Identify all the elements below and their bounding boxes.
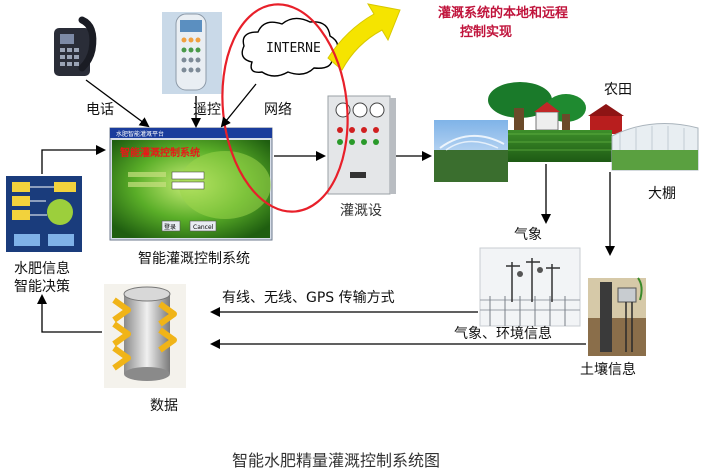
weather-label: 气象 xyxy=(514,227,542,243)
greenhouse-label: 大棚 xyxy=(648,186,676,202)
decision-label-line-1: 水肥信息 xyxy=(14,261,70,277)
window-title: 水肥智能灌溉平台 xyxy=(116,130,164,138)
arrow-network-to-system xyxy=(220,83,257,128)
farm-scene xyxy=(488,82,624,162)
database-icon xyxy=(104,284,186,388)
title-line-1: 灌溉系统的本地和远程 xyxy=(438,6,569,21)
internet-cloud-icon xyxy=(241,17,339,77)
remote-control-icon xyxy=(162,12,222,94)
farmland-label: 农田 xyxy=(604,82,632,98)
highlight-ellipse xyxy=(221,3,349,213)
soil-info-label: 土壤信息 xyxy=(580,362,636,378)
phone-label: 电话 xyxy=(86,102,114,118)
decision-label-line-2: 智能决策 xyxy=(14,279,70,295)
network-label: 网络 xyxy=(264,102,292,118)
data-label: 数据 xyxy=(150,398,178,414)
weather-station-photo xyxy=(479,247,581,327)
window-cancel-button: Cancel xyxy=(193,224,214,231)
transmission-label: 有线、无线、GPS 传输方式 xyxy=(222,290,395,306)
arrow-phone-to-system xyxy=(85,79,150,128)
arrow-database-to-decision xyxy=(37,294,102,333)
control-cabinet-icon xyxy=(327,95,396,195)
decision-chart-icon xyxy=(6,176,82,252)
smart-system-label: 智能灌溉控制系统 xyxy=(138,251,250,267)
yellow-arrow-icon xyxy=(327,3,401,71)
env-info-label: 气象、环境信息 xyxy=(454,326,552,342)
internet-label: INTERNE xyxy=(266,41,321,56)
window-ok-button: 登录 xyxy=(164,223,176,231)
sprinkler-photo xyxy=(434,120,508,182)
flow-arrows xyxy=(37,79,615,349)
window-heading: 智能灌溉控制系统 xyxy=(120,146,200,159)
title-line-2: 控制实现 xyxy=(460,25,513,40)
arrow-decision-to-system xyxy=(41,145,106,174)
soil-sensor-photo xyxy=(588,277,646,356)
software-window xyxy=(109,127,273,241)
remote-label: 遥控 xyxy=(193,102,221,118)
caption: 智能水肥精量灌溉控制系统图 xyxy=(232,451,441,470)
irrigation-device-label: 灌溉设 xyxy=(340,203,382,219)
greenhouse-icon xyxy=(611,123,699,171)
telephone-icon xyxy=(54,16,97,76)
